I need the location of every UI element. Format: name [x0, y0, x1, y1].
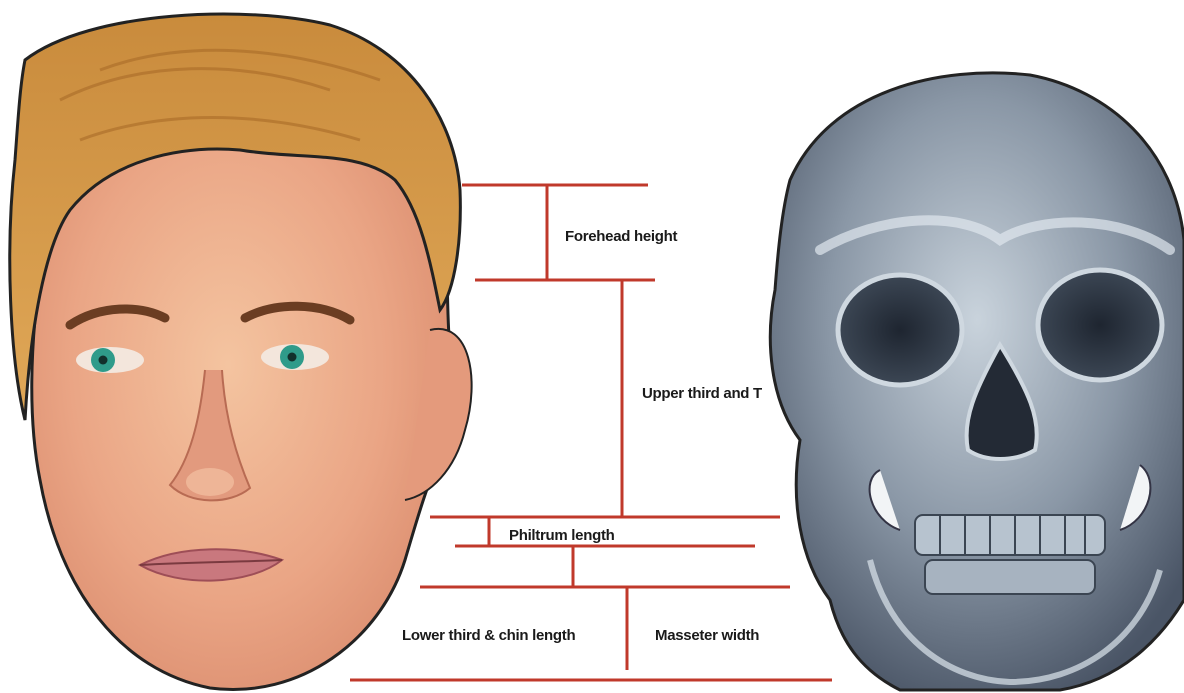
face-illustration	[10, 14, 472, 689]
face-left-pupil	[99, 356, 108, 365]
forehead-height-label: Forehead height	[565, 228, 677, 245]
face-right-pupil	[288, 353, 297, 362]
upper-third-label: Upper third and T	[642, 385, 762, 402]
skull-cranium	[770, 73, 1184, 690]
lower-third-chin-length-label: Lower third & chin length	[402, 627, 575, 644]
skull-right-orbit	[1038, 270, 1162, 380]
skull-illustration	[770, 73, 1184, 690]
masseter-width-label: Masseter width	[655, 627, 759, 644]
skull-left-orbit	[838, 275, 962, 385]
skull-upper-teeth	[915, 515, 1105, 555]
skull-lower-teeth	[925, 560, 1095, 594]
face-nose-tip	[186, 468, 234, 496]
philtrum-length-label: Philtrum length	[509, 527, 615, 544]
